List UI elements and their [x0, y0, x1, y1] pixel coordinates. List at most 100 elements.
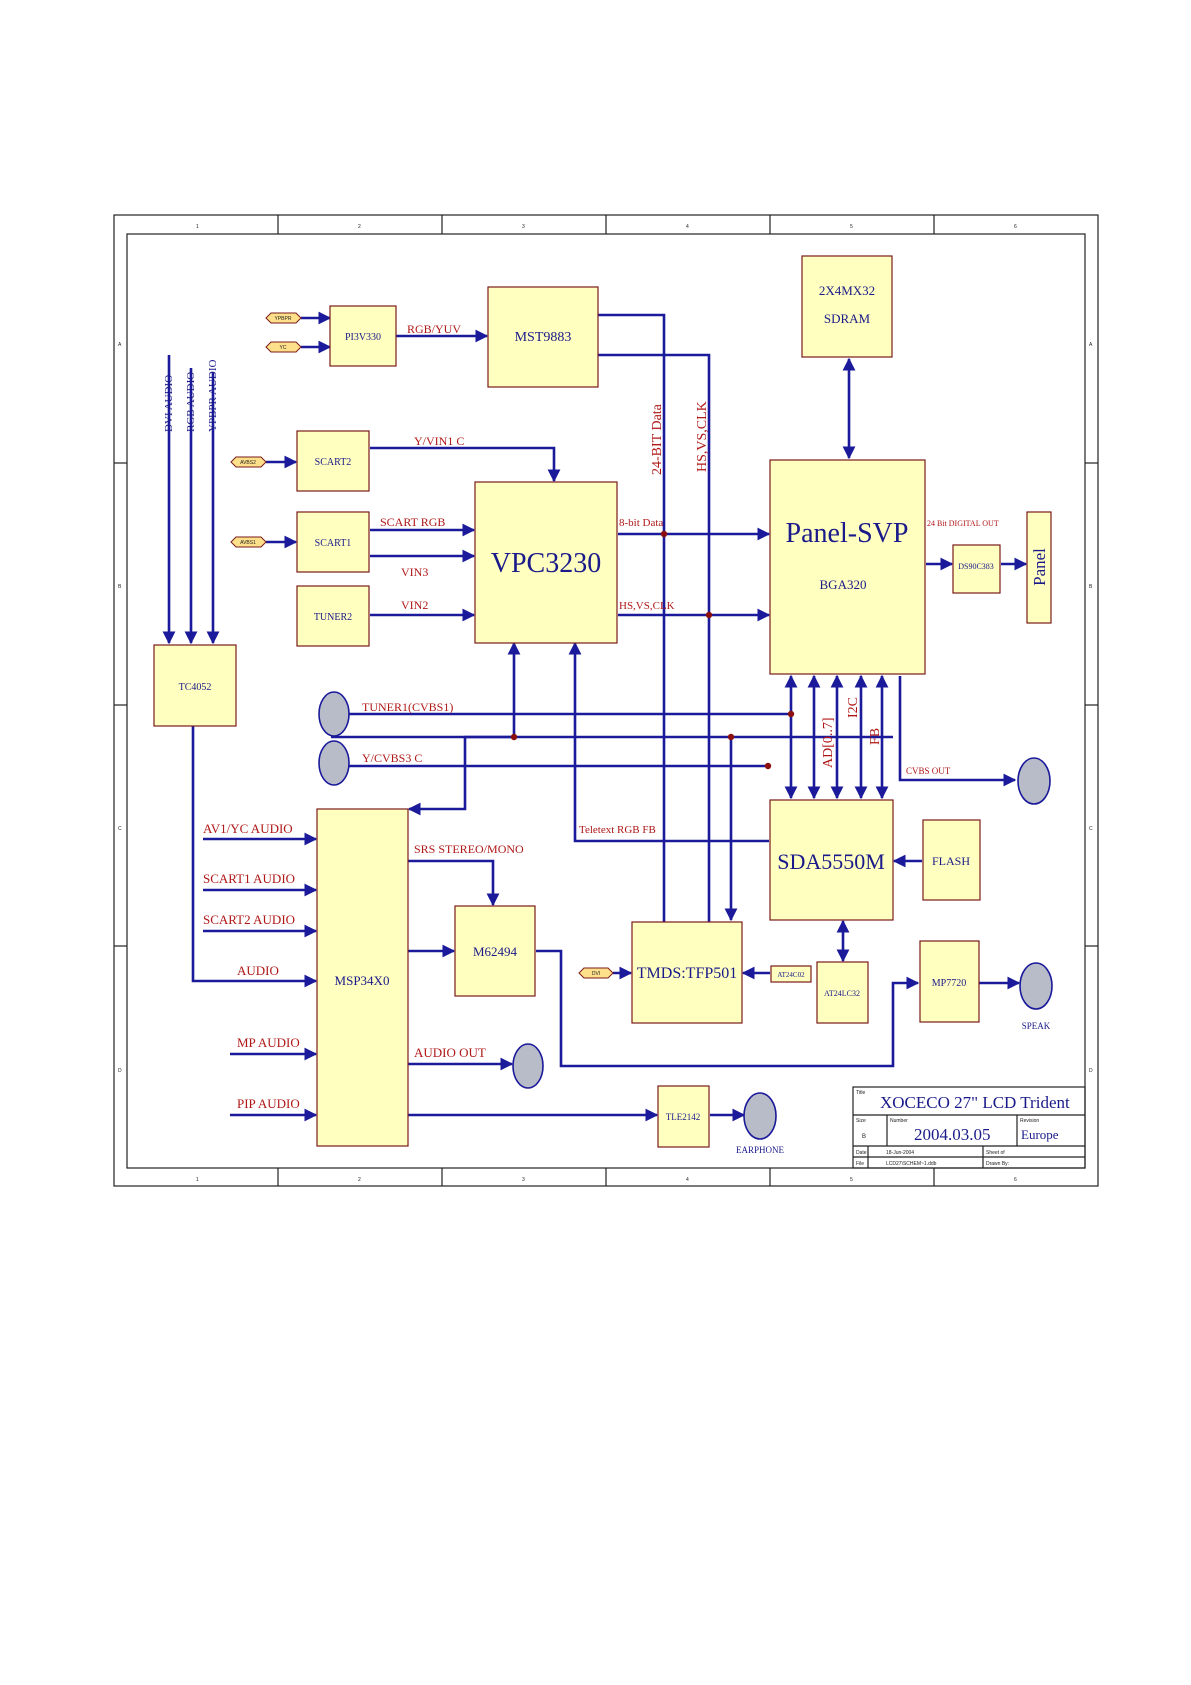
tle2142-label: TLE2142 — [666, 1112, 701, 1122]
drawn-by-label: Drawn By: — [986, 1161, 1009, 1167]
file-field-label: File — [856, 1161, 864, 1167]
block-msp34x0[interactable]: MSP34X0 — [316, 808, 409, 1147]
mp7720-label: MP7720 — [932, 978, 966, 989]
block-tuner2[interactable]: TUNER2 — [296, 585, 370, 647]
block-tmds[interactable]: TMDS:TFP501 — [631, 921, 743, 1024]
ypbpr-tag-label: YPBPR — [275, 316, 292, 322]
ruler-col-4-bottom: 4 — [686, 1177, 689, 1183]
bga320-label: BGA320 — [820, 577, 867, 592]
ruler-row-a-right: A — [1089, 342, 1093, 348]
tc4052-label: TC4052 — [179, 682, 212, 693]
connector-cvbs-out[interactable] — [1017, 757, 1051, 805]
block-at24c02[interactable]: AT24C02 — [770, 965, 812, 983]
junctions — [510, 530, 795, 770]
revision-field-label: Revision — [1020, 1118, 1039, 1124]
block-panel[interactable]: Panel — [1026, 511, 1052, 624]
block-pi3v330[interactable]: PI3V330 — [329, 305, 397, 367]
block-sda5550m[interactable]: SDA5550M — [769, 799, 894, 921]
ruler-col-1-top: 1 — [196, 224, 199, 230]
block-vpc3230[interactable]: VPC3230 — [474, 481, 618, 644]
y-vin1-c-label: Y/VIN1 C — [414, 434, 464, 448]
scart2-label: SCART2 — [315, 457, 352, 468]
date-field-label: Date — [856, 1150, 867, 1156]
rgb-audio-label: RGB AUDIO — [185, 372, 197, 432]
block-at24lc32[interactable]: AT24LC32 — [816, 961, 869, 1024]
vin3-label: VIN3 — [401, 565, 428, 579]
sdram-label-2: SDRAM — [824, 311, 871, 326]
at24c02-label: AT24C02 — [777, 971, 805, 979]
ruler-row-d-right: D — [1089, 1068, 1093, 1074]
ruler-row-c-left: C — [118, 826, 122, 832]
ruler-row-a-left: A — [118, 342, 122, 348]
block-ds90c383[interactable]: DS90C383 — [952, 544, 1001, 594]
title-block-title: XOCECO 27" LCD Trident — [880, 1093, 1070, 1112]
input-tag-ypbpr[interactable]: YPBPR — [265, 312, 302, 324]
connector-y-cvbs3[interactable] — [318, 740, 350, 786]
ruler-row-b-left: B — [118, 584, 122, 590]
cvbs-out-label: CVBS OUT — [906, 766, 951, 776]
at24lc32-label: AT24LC32 — [824, 989, 860, 998]
teletext-label: Teletext RGB FB — [579, 824, 656, 836]
number-value: 2004.03.05 — [914, 1125, 991, 1144]
tuner1-label: TUNER1(CVBS1) — [362, 700, 453, 714]
connector-speak[interactable] — [1019, 962, 1053, 1010]
flash-label: FLASH — [932, 854, 970, 868]
avbs1-tag-label: AVBS1 — [240, 540, 256, 546]
drawing-frame: 1 2 3 4 5 6 1 2 3 4 5 6 A B C D A B C D — [113, 214, 1099, 1187]
hs-vs-clk-vertical-label: HS,VS,CLK — [695, 401, 710, 472]
block-sdram[interactable]: 2X4MX32 SDRAM — [801, 255, 893, 358]
input-tag-dvi[interactable]: DVI — [578, 967, 614, 979]
block-flash[interactable]: FLASH — [922, 819, 981, 901]
ruler-row-d-left: D — [118, 1068, 122, 1074]
ruler-row-b-right: B — [1089, 584, 1093, 590]
audio-input-labels: AV1/YC AUDIO SCART1 AUDIO SCART2 AUDIO A… — [203, 821, 300, 1111]
ruler-col-3-top: 3 — [522, 224, 525, 230]
yc-tag-label: YC — [280, 345, 287, 351]
rgb-yuv-label: RGB/YUV — [407, 322, 461, 336]
panel-label: Panel — [1030, 548, 1049, 586]
24-bit-data-label: 24-BIT Data — [650, 403, 665, 475]
ruler-col-6-top: 6 — [1014, 224, 1017, 230]
ruler-row-c-right: C — [1089, 826, 1093, 832]
connector-tuner1[interactable] — [318, 691, 350, 737]
connector-audio-out[interactable] — [512, 1043, 544, 1089]
msp34x0-label: MSP34X0 — [335, 973, 390, 988]
ds90c383-label: DS90C383 — [958, 562, 994, 571]
title-field-label: Title — [856, 1090, 865, 1096]
block-tc4052[interactable]: TC4052 — [153, 644, 237, 727]
sda5550m-label: SDA5550M — [777, 849, 885, 874]
audio-out-label: AUDIO OUT — [414, 1045, 486, 1060]
input-tag-avbs1[interactable]: AVBS1 — [230, 536, 267, 548]
audio-label: AUDIO — [237, 963, 279, 978]
tmds-label: TMDS:TFP501 — [637, 965, 737, 982]
input-tag-avbs2[interactable]: AVBS2 — [230, 456, 267, 468]
block-mp7720[interactable]: MP7720 — [919, 940, 980, 1023]
y-cvbs3-label: Y/CVBS3 C — [362, 751, 422, 765]
connector-earphone[interactable] — [743, 1092, 777, 1140]
hs-vs-clk-horizontal-label: HS,VS,CLK — [619, 600, 675, 612]
ruler-col-5-top: 5 — [850, 224, 853, 230]
block-panel-svp[interactable]: Panel-SVP BGA320 — [769, 459, 926, 675]
dvi-tag-label: DVI — [592, 971, 600, 977]
scart1-audio-label: SCART1 AUDIO — [203, 871, 295, 886]
panel-svp-label: Panel-SVP — [786, 518, 909, 549]
ruler-col-6-bottom: 6 — [1014, 1177, 1017, 1183]
sdram-label-1: 2X4MX32 — [819, 283, 875, 298]
wires — [162, 311, 1028, 1122]
ruler-col-1-bottom: 1 — [196, 1177, 199, 1183]
input-tag-yc[interactable]: YC — [265, 341, 302, 353]
ad-bus-label: AD[0..7] — [821, 717, 836, 768]
block-m62494[interactable]: M62494 — [454, 905, 536, 997]
block-mst9883[interactable]: MST9883 — [487, 286, 599, 388]
revision-value: Europe — [1021, 1127, 1059, 1142]
tuner2-label: TUNER2 — [314, 612, 352, 623]
ruler-col-4-top: 4 — [686, 224, 689, 230]
block-scart1[interactable]: SCART1 — [296, 511, 370, 573]
sheet-field-label: Sheet of — [986, 1150, 1005, 1156]
date-value: 18-Jun-2004 — [886, 1150, 914, 1156]
number-field-label: Number — [890, 1118, 908, 1124]
block-scart2[interactable]: SCART2 — [296, 430, 370, 492]
size-value: B — [862, 1134, 866, 1140]
block-tle2142[interactable]: TLE2142 — [657, 1085, 710, 1148]
